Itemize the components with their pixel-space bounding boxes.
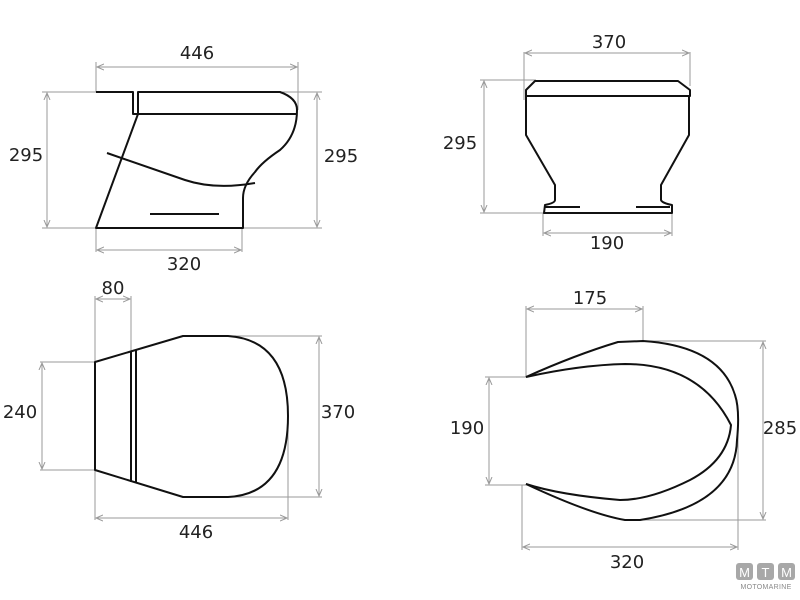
bottom-total-length-label: 320 <box>610 552 644 573</box>
logo-text: MOTOMARINE <box>740 584 791 591</box>
side-right-height-label: 295 <box>324 146 358 167</box>
side-left-height-label: 295 <box>9 145 43 166</box>
top-outlet-width-label: 240 <box>3 402 37 423</box>
logo-letter-m2: M <box>781 565 792 580</box>
bottom-total-width-label: 285 <box>763 418 797 439</box>
top-total-length-label: 446 <box>179 522 213 543</box>
top-outlet-length-label: 80 <box>102 278 125 299</box>
front-top-width-label: 370 <box>592 32 626 53</box>
bottom-offset-label: 175 <box>573 288 607 309</box>
side-top-width-label: 446 <box>180 43 214 64</box>
logo-letter-m1: M <box>739 565 750 580</box>
front-base-width-label: 190 <box>590 233 624 254</box>
logo-letter-t: T <box>762 565 770 580</box>
front-height-label: 295 <box>443 133 477 154</box>
side-base-width-label: 320 <box>167 254 201 275</box>
top-view: 80 240 370 446 <box>3 278 355 543</box>
bottom-inlet-width-label: 190 <box>450 418 484 439</box>
front-view: 370 295 190 <box>443 32 691 254</box>
side-view: 446 295 295 320 <box>9 43 358 275</box>
bottom-view: 175 190 285 320 <box>450 288 797 573</box>
top-total-width-label: 370 <box>321 402 355 423</box>
motomarine-logo: M T M MOTOMARINE <box>736 563 795 591</box>
